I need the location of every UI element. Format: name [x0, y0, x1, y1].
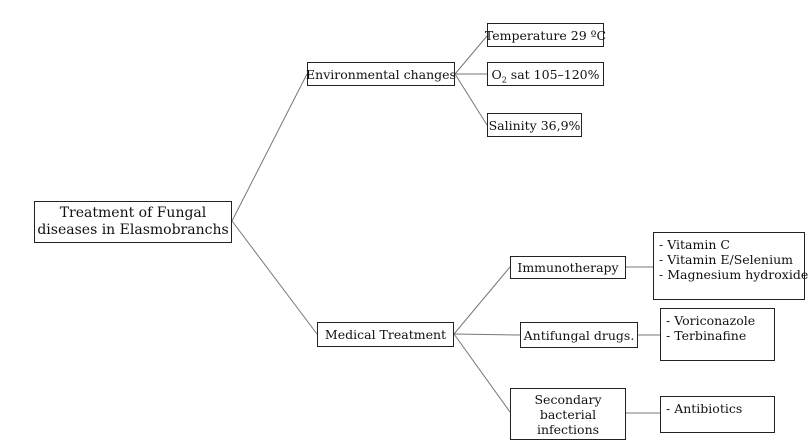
antifungal-list: - Voriconazole - Terbinafine — [660, 308, 775, 361]
secondary-line-2: bacterial — [539, 406, 597, 422]
secondary-infections-node: Secondary bacterial infections — [510, 388, 626, 440]
list-item: - Vitamin E/Selenium — [659, 252, 793, 267]
connector-env-sal — [454, 73, 488, 126]
connector-root-med — [231, 220, 318, 335]
environmental-changes-label: Environmental changes — [306, 66, 456, 82]
medical-treatment-node: Medical Treatment — [317, 322, 454, 347]
root-line-1: Treatment of Fungal — [59, 205, 207, 221]
secondary-line-1: Secondary — [534, 391, 602, 407]
secondary-line-3: infections — [536, 421, 600, 437]
connector-med-immuno — [453, 266, 511, 335]
connector-env-temp — [454, 35, 488, 75]
o2-saturation-label: O2 sat 105–120% — [491, 66, 600, 84]
connector-med-secondary — [453, 333, 511, 413]
root-line-2: diseases in Elasmobranchs — [37, 222, 229, 238]
list-item: - Vitamin C — [659, 237, 730, 252]
antibiotics-list: - Antibiotics — [660, 396, 775, 433]
immunotherapy-label: Immunotherapy — [517, 260, 619, 275]
root-node: Treatment of Fungal diseases in Elasmobr… — [34, 201, 232, 243]
o2-saturation-node: O2 sat 105–120% — [487, 62, 604, 86]
o2-subscript: 2 — [501, 75, 507, 84]
list-item: - Voriconazole — [666, 313, 756, 328]
antifungal-drugs-label: Antifungal drugs. — [523, 327, 635, 343]
o2-prefix: O — [491, 66, 502, 82]
list-item: - Magnesium hydroxide — [659, 267, 809, 282]
temperature-label: Temperature 29 ºC — [484, 27, 607, 43]
temperature-node: Temperature 29 ºC — [484, 23, 607, 47]
salinity-label: Salinity 36,9% — [488, 117, 581, 133]
connector-med-antifungal — [453, 333, 521, 336]
o2-suffix: sat 105–120% — [506, 66, 600, 82]
list-item: - Antibiotics — [666, 401, 743, 416]
environmental-changes-node: Environmental changes — [306, 62, 456, 86]
list-item: - Terbinafine — [666, 328, 747, 343]
antifungal-drugs-node: Antifungal drugs. — [520, 322, 638, 348]
immunotherapy-node: Immunotherapy — [510, 256, 626, 279]
salinity-node: Salinity 36,9% — [487, 113, 582, 137]
connector-root-env — [231, 73, 308, 222]
immunotherapy-list: - Vitamin C - Vitamin E/Selenium - Magne… — [653, 232, 809, 300]
medical-treatment-label: Medical Treatment — [324, 327, 447, 342]
